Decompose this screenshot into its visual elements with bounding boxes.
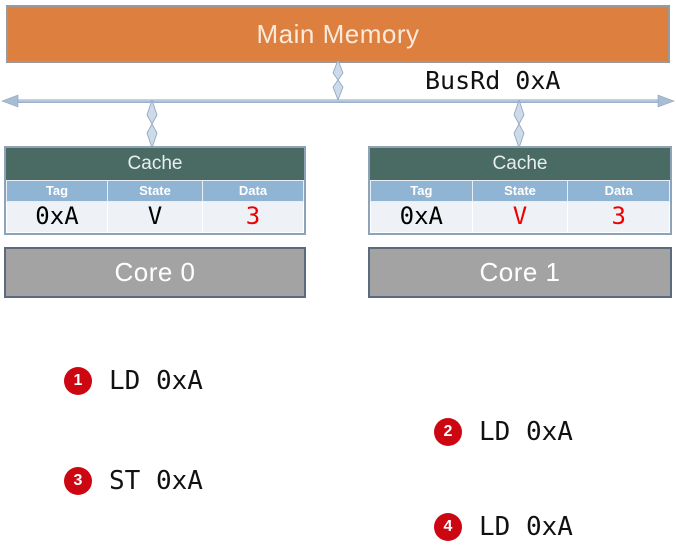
core-block-0: Core 0 [4, 247, 306, 299]
column-header-state: State [106, 180, 204, 202]
table-header-row: Tag State Data [6, 180, 304, 202]
system-bus-line [1, 94, 675, 108]
cache-title-0: Cache [6, 148, 304, 180]
cache0-bus-connector-icon [146, 100, 158, 148]
step-item-4: 4 LD 0xA [434, 512, 573, 542]
cache1-bus-connector-icon [513, 100, 525, 148]
cache-block-0: Cache Tag State Data 0xA V 3 [4, 146, 306, 236]
column-header-data: Data [202, 180, 304, 202]
column-header-data: Data [567, 180, 670, 202]
table-header-row: Tag State Data [370, 180, 670, 202]
core-label-0: Core 0 [114, 257, 196, 288]
cache-block-1: Cache Tag State Data 0xA V 3 [368, 146, 672, 236]
table-row: 0xA V 3 [370, 200, 670, 234]
cache0-state-value: V [106, 200, 204, 234]
column-header-tag: Tag [370, 180, 473, 202]
step-item-1: 1 LD 0xA [64, 366, 203, 396]
step-text-4: LD 0xA [479, 512, 573, 542]
cache-table-0: Tag State Data 0xA V 3 [6, 180, 304, 234]
step-badge-4: 4 [434, 513, 462, 541]
main-memory-label: Main Memory [256, 18, 420, 49]
step-item-2: 2 LD 0xA [434, 417, 573, 447]
step-badge-1: 1 [64, 367, 92, 395]
main-memory-block: Main Memory [6, 5, 670, 63]
core-label-1: Core 1 [479, 257, 561, 288]
step-text-2: LD 0xA [479, 417, 573, 447]
core-block-1: Core 1 [368, 247, 672, 299]
step-item-3: 3 ST 0xA [64, 466, 203, 496]
step-badge-2: 2 [434, 418, 462, 446]
column-header-tag: Tag [6, 180, 108, 202]
node-core1: Cache Tag State Data 0xA V 3 Core 1 [368, 146, 672, 299]
cache-table-1: Tag State Data 0xA V 3 [370, 180, 670, 234]
node-core0: Cache Tag State Data 0xA V 3 Core 0 [4, 146, 306, 299]
cache1-data-value: 3 [567, 200, 670, 234]
step-text-1: LD 0xA [109, 366, 203, 396]
memory-bus-connector-icon [332, 60, 344, 100]
cache0-data-value: 3 [202, 200, 304, 234]
cache0-tag-value: 0xA [6, 200, 108, 234]
cache1-tag-value: 0xA [370, 200, 473, 234]
table-row: 0xA V 3 [6, 200, 304, 234]
step-badge-3: 3 [64, 467, 92, 495]
step-text-3: ST 0xA [109, 466, 203, 496]
column-header-state: State [471, 180, 569, 202]
bus-transaction-label: BusRd 0xA [425, 66, 561, 95]
cache-title-1: Cache [370, 148, 670, 180]
cache1-state-value: V [471, 200, 569, 234]
